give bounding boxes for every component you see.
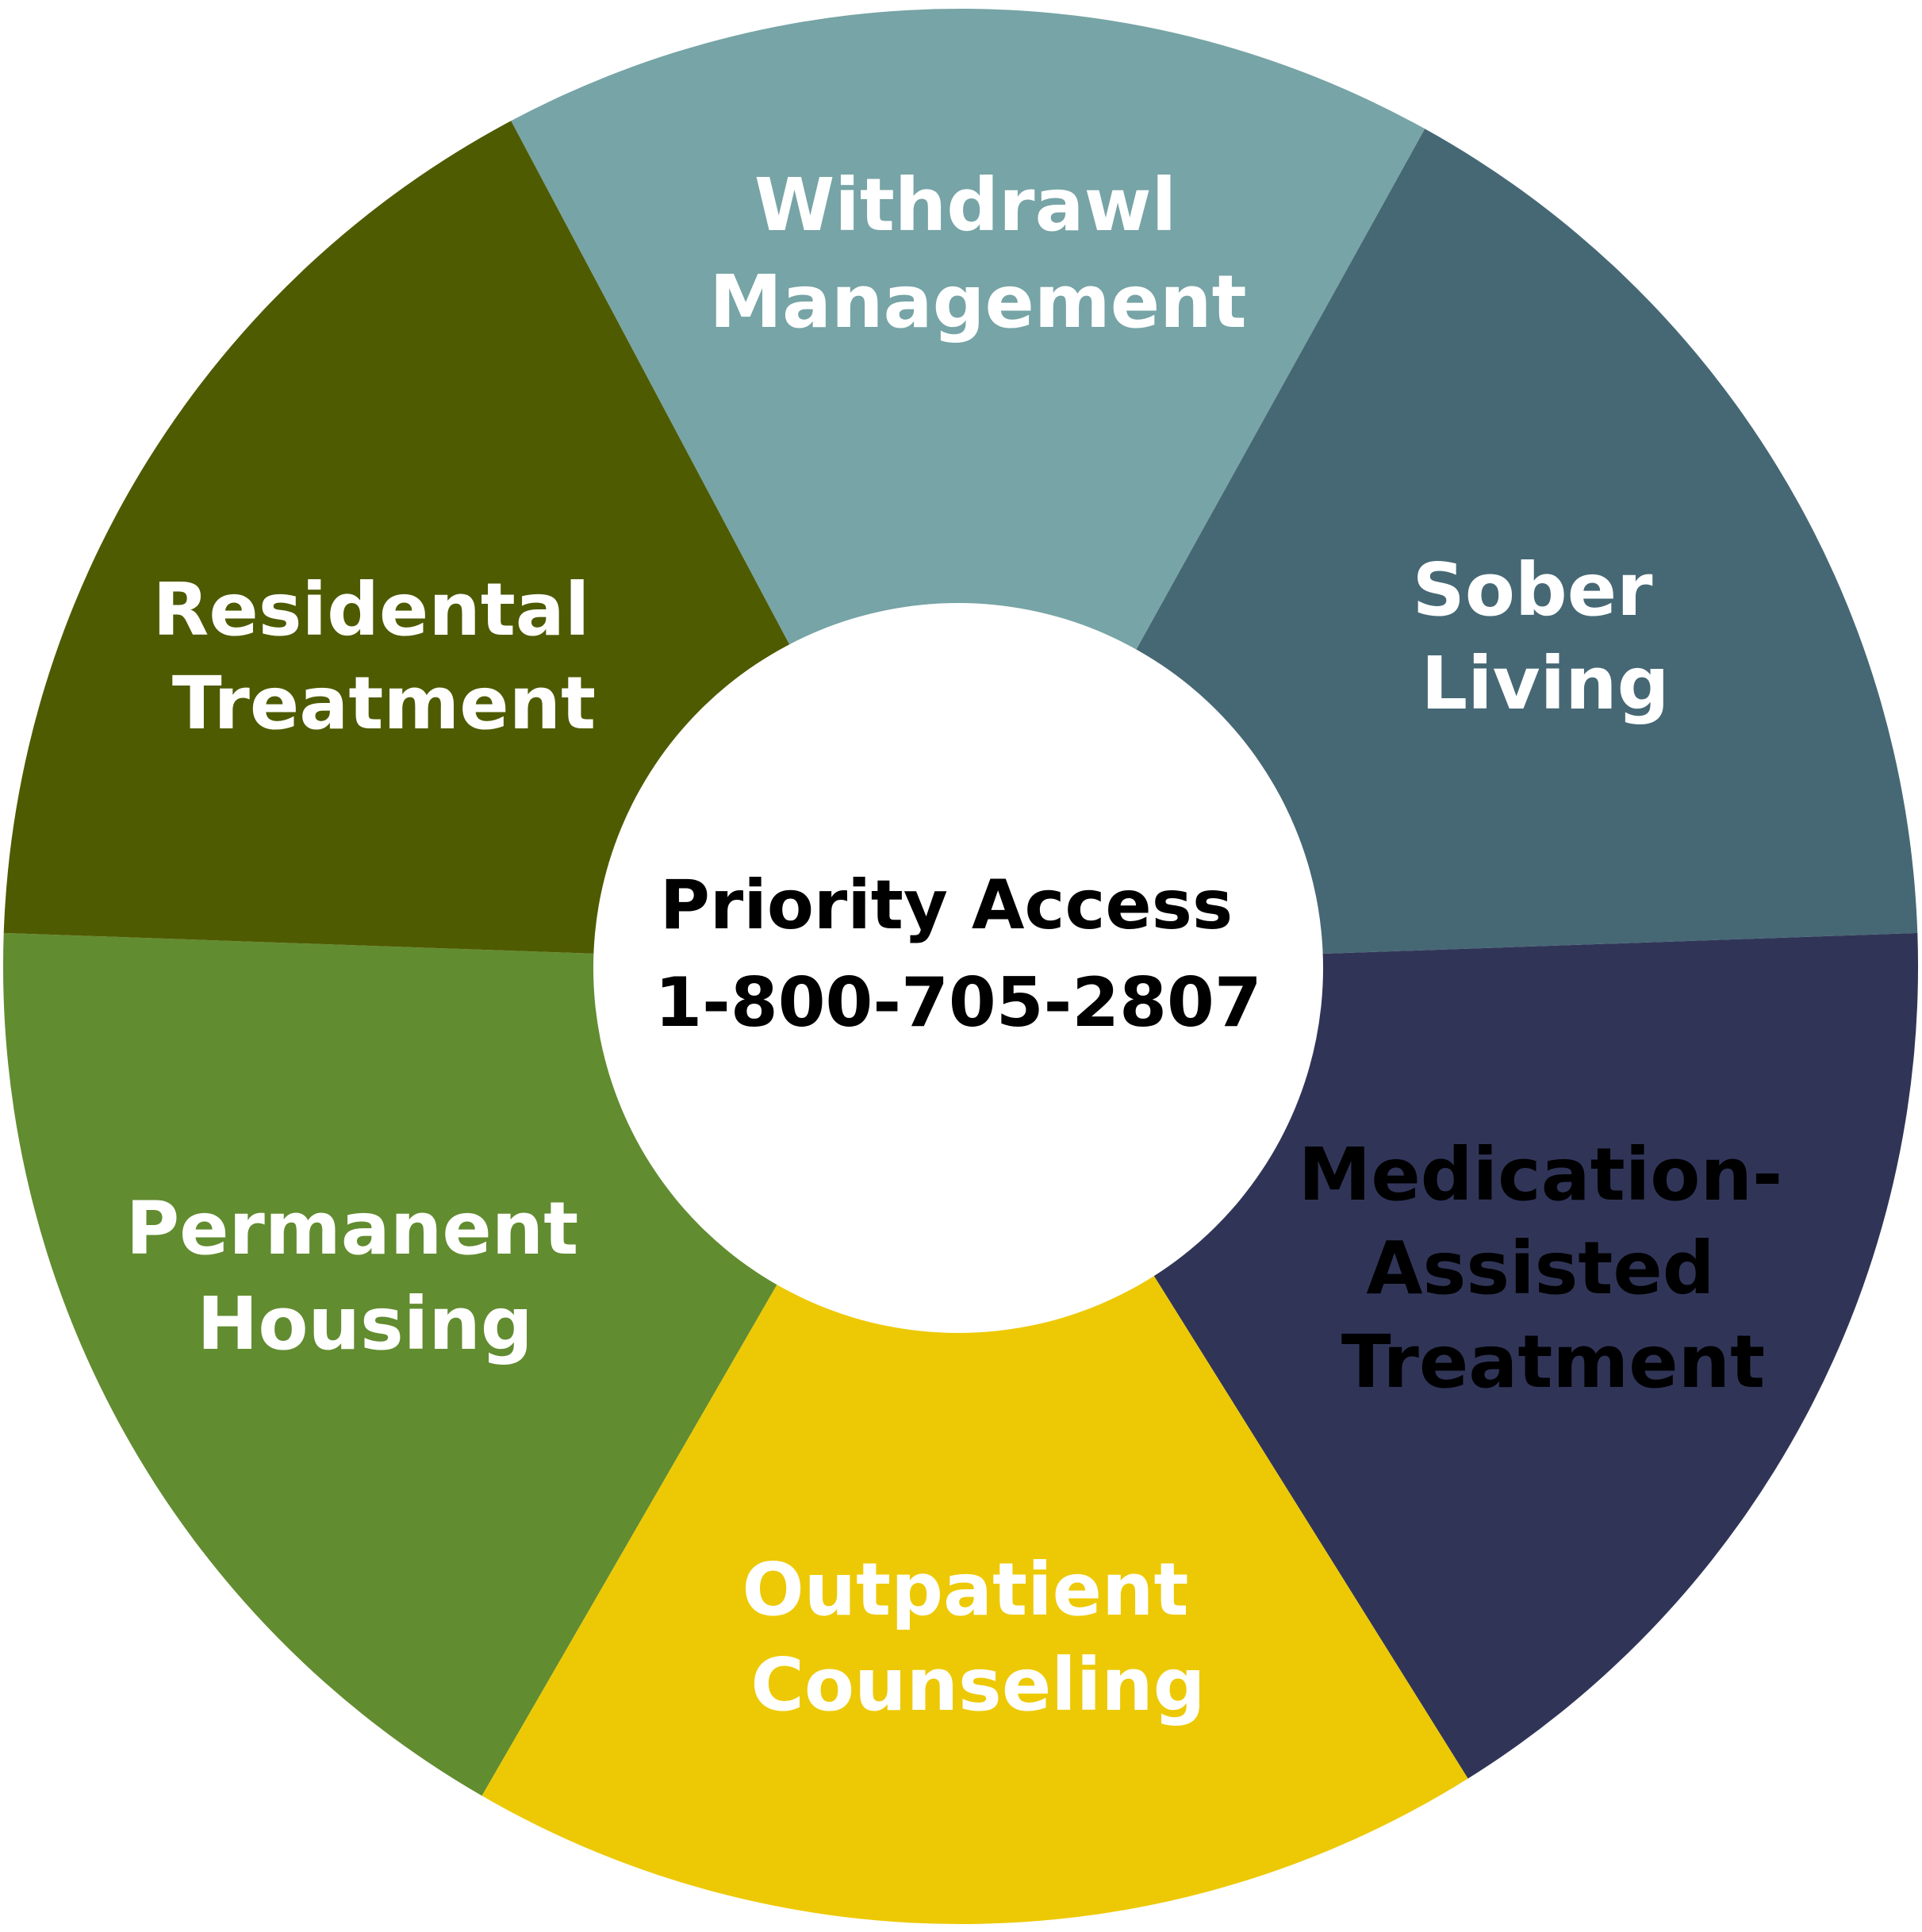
priority-access-label: Priority Access <box>660 866 1233 945</box>
segment-residential-treatment <box>511 8 1425 967</box>
permanent-housing-label: Permanent Housing <box>126 1186 604 1366</box>
medication-assisted-treatment-label: Medication- Assisted Treatment <box>1299 1132 1808 1404</box>
outpatient-counseling-label-line-1: Outpatient <box>742 1547 1188 1632</box>
residential-treatment-label: Residental Treatment <box>153 567 616 746</box>
withdrawal-management-label-line-2: Management <box>709 259 1246 344</box>
residential-treatment-label-line-1: Residental <box>153 567 590 652</box>
labels-layer: Withdrawl Management Sober Living Medica… <box>126 163 1808 1727</box>
center-circle <box>593 603 1323 1333</box>
priority-access-phone: 1-800-705-2807 <box>654 963 1261 1043</box>
sober-living-label-line-1: Sober <box>1412 547 1653 632</box>
sober-living-label-line-2: Living <box>1421 641 1669 726</box>
withdrawal-management-label: Withdrawl Management <box>709 163 1246 344</box>
sober-living-label: Sober Living <box>1412 547 1678 726</box>
mat-label-line-2: Assisted <box>1366 1226 1714 1311</box>
residential-treatment-label-line-2: Treatment <box>172 661 596 746</box>
mat-label-line-3: Treatment <box>1341 1319 1765 1404</box>
outpatient-counseling-label: Outpatient Counseling <box>742 1547 1214 1727</box>
center-label: Priority Access 1-800-705-2807 <box>654 866 1261 1043</box>
outpatient-counseling-label-line-2: Counseling <box>750 1642 1205 1727</box>
mat-label-line-1: Medication- <box>1299 1132 1782 1217</box>
withdrawal-management-label-line-1: Withdrawl <box>754 163 1176 248</box>
permanent-housing-label-line-2: Housing <box>197 1281 532 1366</box>
permanent-housing-label-line-1: Permanent <box>126 1186 579 1271</box>
segment-medication-assisted-treatment <box>481 966 1468 1925</box>
